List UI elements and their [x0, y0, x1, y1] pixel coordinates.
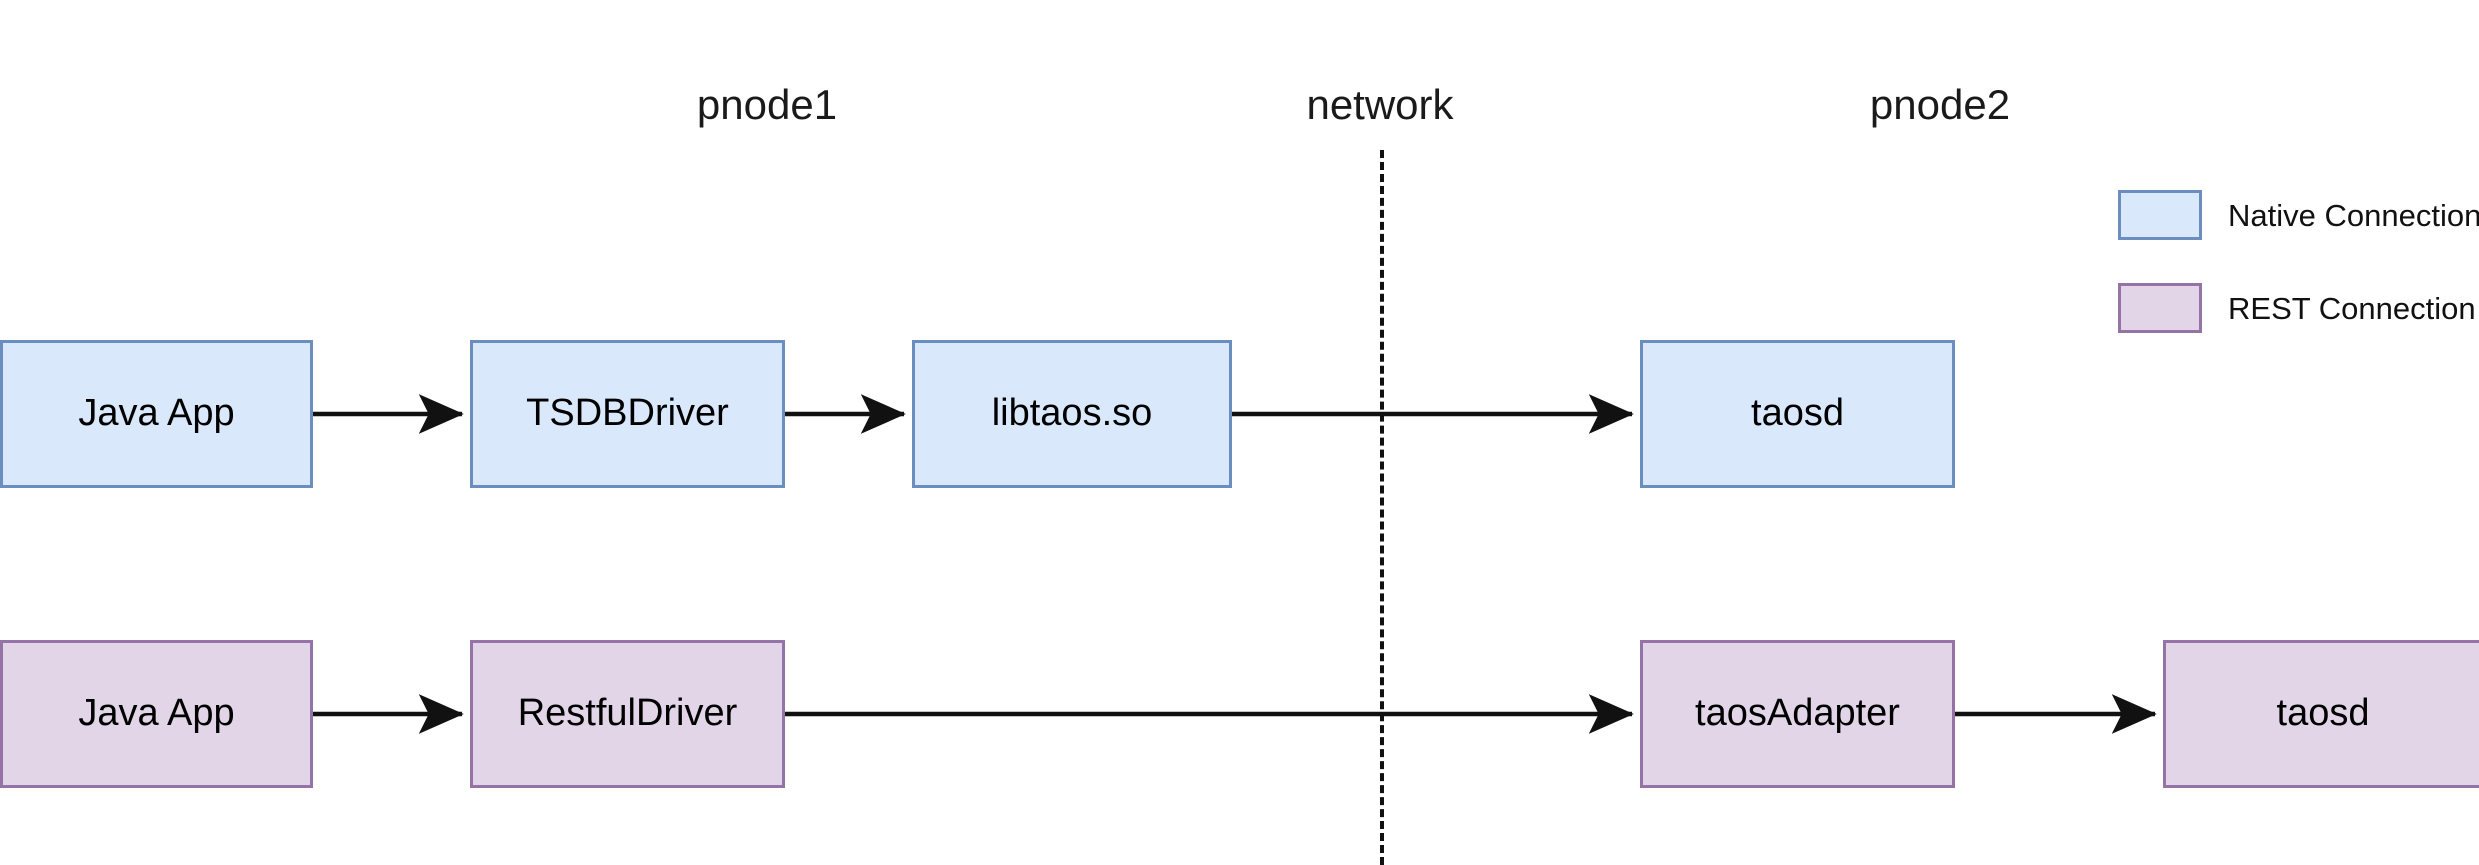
- node-taosd-rest[interactable]: taosd: [2163, 640, 2479, 788]
- legend-swatch-rest: [2118, 283, 2202, 333]
- legend-item-native-connection: Native Connection: [2118, 190, 2479, 240]
- node-restful-driver[interactable]: RestfulDriver: [470, 640, 785, 788]
- node-taosd-native[interactable]: taosd: [1640, 340, 1955, 488]
- legend-item-rest-connection: REST Connection: [2118, 283, 2476, 333]
- legend-swatch-native: [2118, 190, 2202, 240]
- network-divider-line: [1380, 150, 1384, 865]
- legend-label-rest: REST Connection: [2228, 290, 2476, 326]
- node-taos-adapter[interactable]: taosAdapter: [1640, 640, 1955, 788]
- column-label-pnode1: pnode1: [696, 81, 838, 128]
- node-tsdb-driver[interactable]: TSDBDriver: [470, 340, 785, 488]
- column-label-network: network: [1306, 81, 1454, 128]
- legend-label-native: Native Connection: [2228, 197, 2479, 233]
- node-java-app-native[interactable]: Java App: [0, 340, 313, 488]
- node-libtaos-so[interactable]: libtaos.so: [912, 340, 1232, 488]
- node-java-app-rest[interactable]: Java App: [0, 640, 313, 788]
- column-label-pnode2: pnode2: [1869, 81, 2011, 128]
